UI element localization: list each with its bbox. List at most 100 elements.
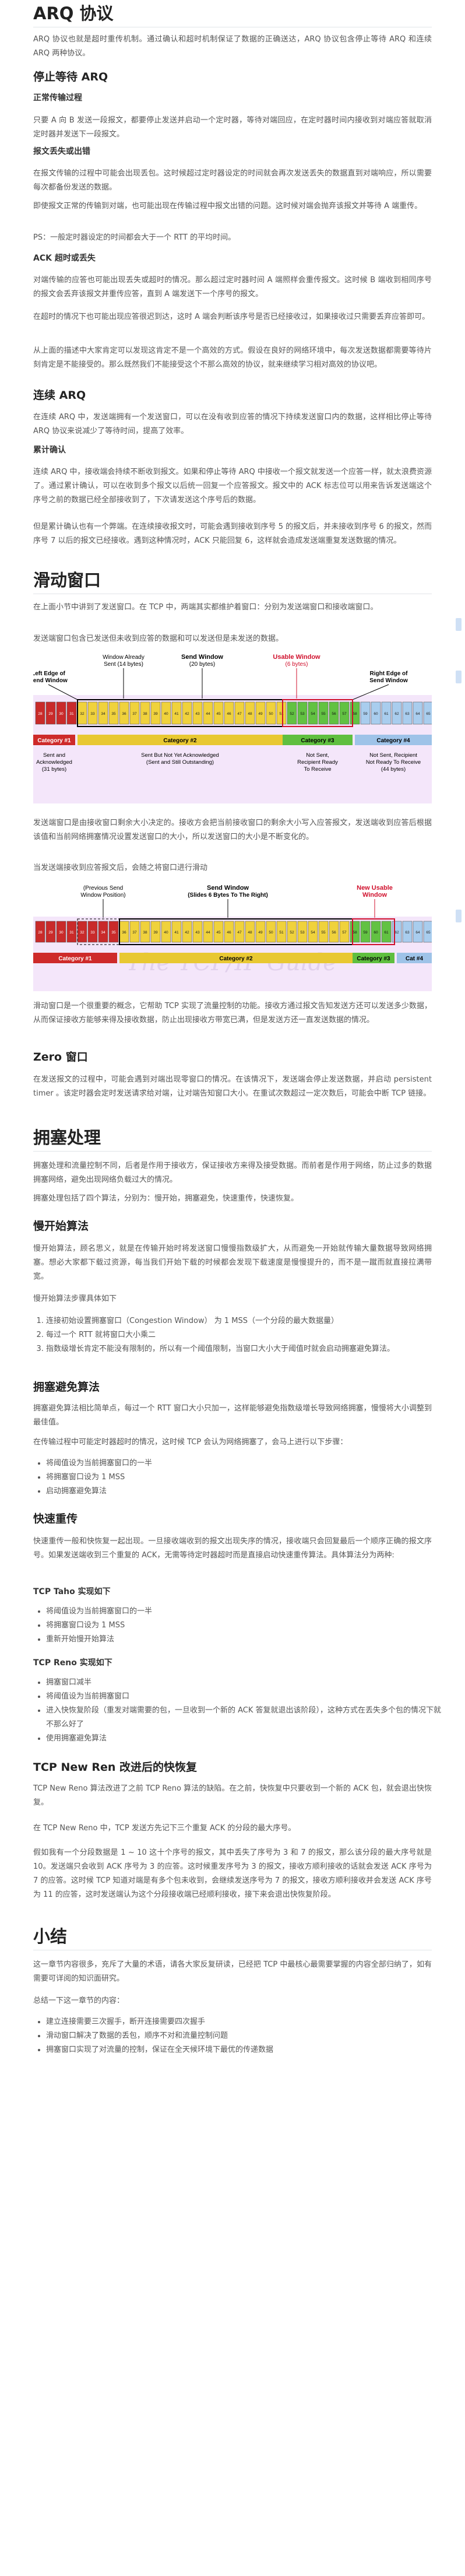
- byte-cell: [423, 701, 432, 725]
- paragraph: 快速重传一般和快恢复一起出现。一旦接收端收到的报文出现失序的情况，接收端只会回复…: [33, 1537, 432, 1560]
- heading-continuous: 连续 ARQ: [33, 389, 86, 402]
- byte-cell: [245, 921, 255, 943]
- byte-number: 51: [279, 712, 284, 716]
- byte-cell: [224, 921, 234, 943]
- label-left-edge-2: Send Window: [33, 678, 68, 684]
- byte-cell: [182, 921, 192, 943]
- paragraph: 假如我有一个分段数据是 1 ~ 10 这十个序号的报文，其中丢失了序号为 3 和…: [33, 1848, 432, 1899]
- cat4-label: Cat #4: [406, 956, 423, 962]
- byte-number: 44: [206, 712, 210, 716]
- paragraph: 在报文传输的过程中可能会出现丢包。这时候超过定时器设定的时间就会再次发送丢失的数…: [33, 169, 432, 192]
- byte-number: 52: [290, 712, 294, 716]
- byte-number: 32: [80, 931, 84, 935]
- label-send-window-2: (Slides 6 Bytes To The Right): [188, 892, 268, 899]
- byte-cell: [192, 921, 203, 943]
- byte-number: 36: [122, 931, 126, 935]
- paragraph: 拥塞避免算法相比简单点，每过一个 RTT 窗口大小只加一，这样能够避免指数级增长…: [33, 1404, 432, 1427]
- byte-cell: [161, 921, 171, 943]
- label-right-edge-1: Right Edge of: [370, 671, 408, 677]
- byte-cell: [339, 701, 350, 725]
- byte-cell: [171, 701, 182, 725]
- cat1-bar: [33, 953, 117, 963]
- byte-cell: [161, 701, 171, 725]
- byte-cell: [255, 921, 266, 943]
- paragraph: 在发送报文的过程中，可能会遇到对端出现零窗口的情况。在该情况下，发送端会停止发送…: [33, 1075, 432, 1098]
- byte-cell: [371, 701, 381, 725]
- side-marker: [456, 618, 462, 631]
- paragraph: 在 TCP New Reno 中，TCP 发送方先记下三个重复 ACK 的分段的…: [33, 1824, 296, 1833]
- cat3-desc-3: To Receive: [304, 766, 332, 773]
- cat1-desc-3: (31 bytes): [42, 766, 66, 773]
- byte-number: 45: [216, 712, 221, 716]
- byte-cell: [392, 701, 402, 725]
- byte-number: 34: [101, 712, 105, 716]
- byte-cell: [150, 701, 161, 725]
- byte-cell: [276, 701, 287, 725]
- pointer-left-edge: [48, 684, 78, 700]
- list-item: 拥塞窗口实现了对流量的控制，保证在全天候环境下最优的传递数据: [46, 2043, 445, 2057]
- byte-number: 48: [248, 931, 252, 935]
- byte-number: 65: [426, 931, 431, 935]
- byte-number: 33: [90, 931, 95, 935]
- cat1-label: Category #1: [37, 738, 71, 744]
- heading-tcp-tahoe: TCP Taho 实现如下: [33, 1587, 111, 1596]
- tahoe-steps: 将阈值设为当前拥塞窗口的一半 将拥塞窗口设为 1 MSS 重新开始慢开始算法: [33, 1605, 445, 1647]
- paragraph: 连续 ARQ 中，接收端会持续不断收到报文。如果和停止等待 ARQ 中接收一个报…: [33, 468, 432, 504]
- byte-number: 28: [38, 712, 43, 716]
- byte-number: 35: [111, 712, 116, 716]
- heading-lost: 报文丢失或出错: [33, 147, 90, 156]
- byte-number: 50: [269, 712, 273, 716]
- byte-cell: [98, 921, 108, 943]
- byte-number: 40: [164, 931, 168, 935]
- byte-number: 28: [38, 931, 43, 935]
- paragraph: 慢开始算法步骤具体如下: [33, 1294, 117, 1303]
- byte-number: 44: [206, 931, 210, 935]
- byte-number: 31: [69, 712, 74, 716]
- byte-number: 60: [374, 931, 378, 935]
- heading-congestion-avoidance: 拥塞避免算法: [33, 1381, 100, 1394]
- byte-cell: [423, 921, 432, 943]
- byte-cell: [381, 921, 392, 943]
- byte-number: 43: [195, 712, 200, 716]
- cat3-desc-2: Recipient Ready: [297, 759, 338, 766]
- cat4-desc-2: Not Ready To Receive: [366, 759, 421, 766]
- label-left-edge-1: Left Edge of: [33, 671, 66, 677]
- byte-cell: [66, 921, 77, 943]
- byte-number: 56: [332, 712, 336, 716]
- byte-number: 63: [405, 712, 410, 716]
- paragraph: 但是累计确认也有一个弊端。在连续接收报文时，可能会遇到接收到序号 5 的报文后，…: [33, 522, 432, 545]
- byte-number: 64: [415, 712, 420, 716]
- byte-cell: [276, 921, 287, 943]
- paragraph: PS：一般定时器设定的时间都会大于一个 RTT 的平均时间。: [33, 233, 236, 242]
- list-item: 将阈值设为当前拥塞窗口的一半: [46, 1457, 445, 1471]
- paragraph: 这一章节内容很多，充斥了大量的术语，请各大家反复研读，已经把 TCP 中最核心最…: [33, 1960, 432, 1983]
- byte-number: 46: [227, 712, 231, 716]
- byte-cell: [108, 701, 119, 725]
- heading-summary: 小结: [33, 1926, 68, 1946]
- paragraph: 从上面的描述中大家肯定可以发现这肯定不是一个高效的方式。假设在良好的网络环境中，…: [33, 346, 432, 369]
- byte-number: 35: [111, 931, 116, 935]
- summary-list: 建立连接需要三次握手，断开连接需要四次握手 滑动窗口解决了数据的丢包，顺序不对和…: [33, 2015, 445, 2057]
- cat4-bar: [355, 735, 432, 745]
- byte-cell: [413, 921, 423, 943]
- heading-slow-start: 慢开始算法: [33, 1220, 89, 1233]
- byte-number: 48: [248, 712, 252, 716]
- byte-cell: [287, 701, 297, 725]
- list-item: 拥塞窗口减半: [46, 1676, 445, 1690]
- label-new-usable-1: New Usable: [357, 885, 393, 892]
- byte-cell: [308, 921, 318, 943]
- byte-number: 65: [426, 712, 431, 716]
- byte-number: 40: [164, 712, 168, 716]
- byte-number: 53: [300, 931, 305, 935]
- cat3-label: Category #3: [301, 738, 334, 744]
- byte-number: 61: [384, 931, 389, 935]
- list-item: 指数级增长肯定不能没有限制的，所以有一个阈值限制，当窗口大小大于阈值时就会启动拥…: [46, 1342, 445, 1356]
- byte-cell: [360, 921, 371, 943]
- label-usable-window-1: Usable Window: [273, 654, 320, 661]
- paragraph: 在超时的情况下也可能出现应答很迟到达，这时 A 端会判断该序号是否已经接收过，如…: [33, 313, 430, 321]
- byte-cell: [308, 701, 318, 725]
- byte-number: 29: [48, 931, 53, 935]
- byte-number: 29: [48, 712, 53, 716]
- list-item: 每过一个 RTT 就将窗口大小乘二: [46, 1328, 445, 1342]
- byte-number: 53: [300, 712, 305, 716]
